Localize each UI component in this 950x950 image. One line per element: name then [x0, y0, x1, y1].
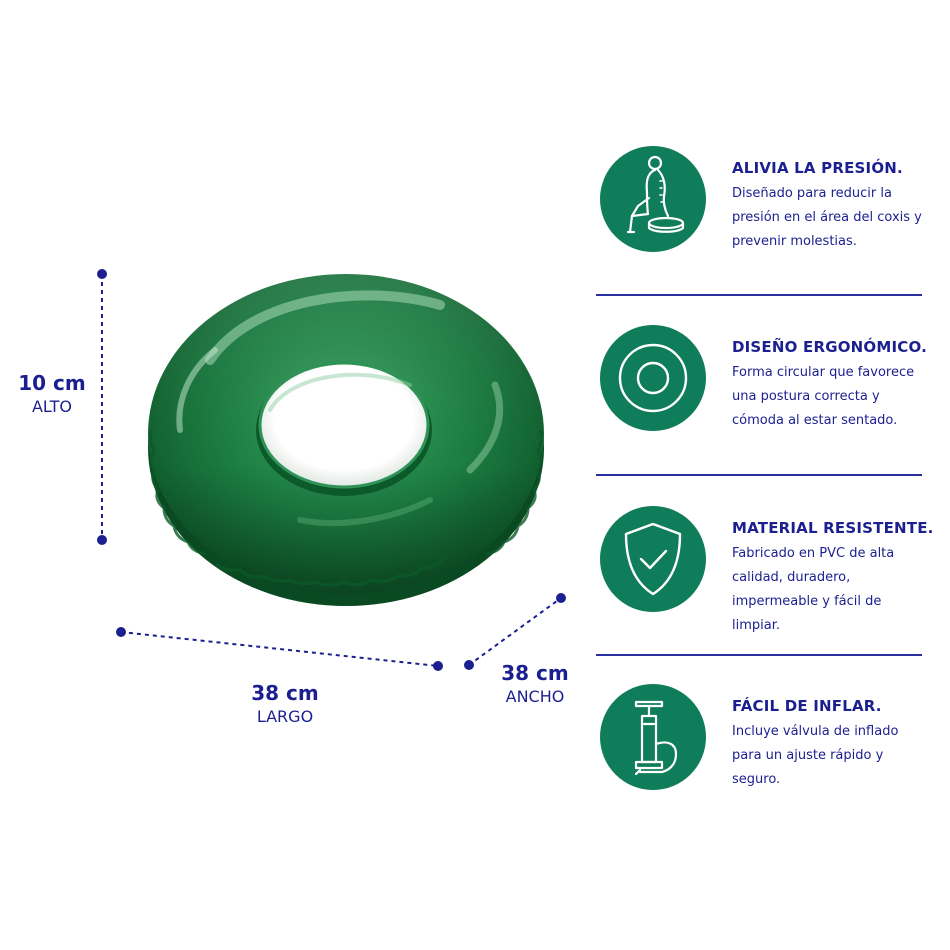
feature-description: Forma circular que favorece una postura …	[732, 365, 915, 428]
seated-person-icon	[626, 155, 685, 234]
divider	[596, 474, 922, 476]
height-value: 10 cm	[18, 371, 86, 395]
feature-pressure-relief: ALIVIA LA PRESIÓN. Diseñado para reducir…	[598, 146, 938, 256]
feature-title: MATERIAL RESISTENTE.	[732, 519, 934, 537]
feature-durable-material: MATERIAL RESISTENTE. Fabricado en PVC de…	[598, 506, 938, 633]
feature-ergonomic: DISEÑO ERGONÓMICO. Forma circular que fa…	[598, 325, 938, 435]
length-label: LARGO	[256, 707, 314, 726]
width-dimension: 38 cm ANCHO	[490, 660, 580, 708]
concentric-circles-icon	[618, 343, 688, 413]
width-value: 38 cm	[501, 661, 569, 685]
feature-title: DISEÑO ERGONÓMICO.	[732, 338, 928, 356]
feature-title: ALIVIA LA PRESIÓN.	[732, 159, 903, 177]
feature-badge	[600, 325, 706, 431]
feature-description: Diseñado para reducir la presión en el á…	[732, 186, 922, 249]
feature-badge	[600, 684, 706, 790]
feature-badge	[600, 506, 706, 612]
height-dimension: 10 cm ALTO	[14, 370, 90, 418]
length-dimension: 38 cm LARGO	[240, 680, 330, 728]
divider	[596, 294, 922, 296]
air-pump-icon	[634, 700, 678, 776]
shield-check-icon	[624, 522, 682, 596]
feature-description: Incluye válvula de inflado para un ajust…	[732, 724, 899, 787]
height-label: ALTO	[31, 397, 73, 416]
ring-cushion-image	[148, 274, 544, 606]
divider	[596, 654, 922, 656]
feature-badge	[600, 146, 706, 252]
feature-title: FÁCIL DE INFLAR.	[732, 697, 882, 715]
feature-easy-inflate: FÁCIL DE INFLAR. Incluye válvula de infl…	[598, 684, 938, 794]
width-label: ANCHO	[505, 687, 565, 706]
feature-description: Fabricado en PVC de alta calidad, durade…	[732, 546, 895, 633]
height-dimension-line	[97, 269, 566, 671]
length-value: 38 cm	[251, 681, 319, 705]
